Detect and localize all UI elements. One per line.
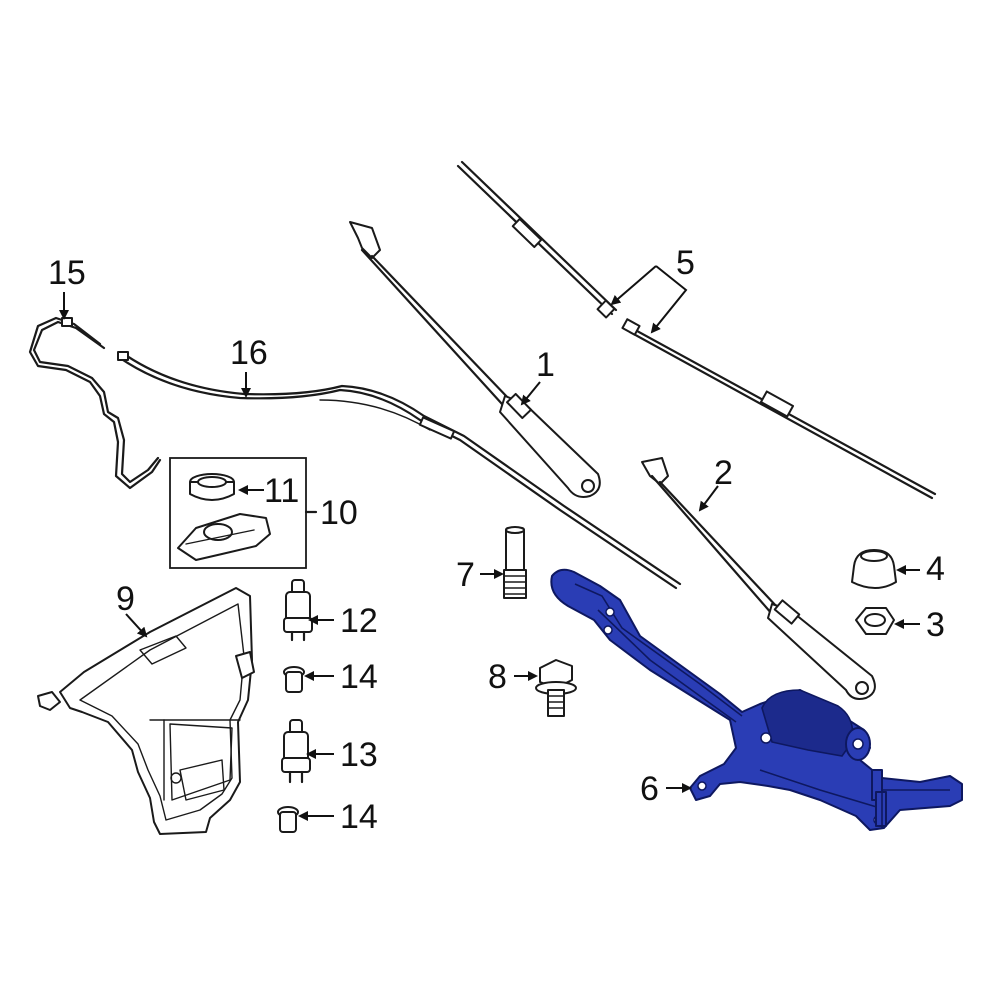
callout-14a: 14	[340, 658, 378, 696]
callout-16: 16	[230, 334, 268, 372]
wiper-arm-2	[641, 457, 876, 700]
grommet-14b	[277, 806, 299, 833]
callout-2: 2	[714, 454, 733, 492]
callout-10: 10	[320, 494, 358, 532]
wiper-blade-upper	[456, 160, 618, 319]
stud-7	[503, 526, 527, 599]
washer-reservoir-9	[37, 587, 255, 835]
nut-3	[855, 607, 895, 635]
nut-cap-4	[851, 549, 897, 589]
callout-8: 8	[488, 658, 507, 696]
callout-5: 5	[676, 244, 695, 282]
callout-12: 12	[340, 602, 378, 640]
washer-hose-15	[28, 316, 162, 490]
bolt-8	[535, 659, 577, 717]
callout-7: 7	[456, 556, 475, 594]
filter-10	[177, 513, 271, 561]
washer-pump-13	[281, 719, 311, 784]
washer-pump-12	[283, 579, 313, 642]
washer-hose-16	[117, 351, 682, 590]
callout-1: 1	[536, 346, 555, 384]
wiper-blade-lower	[621, 318, 937, 500]
wiper-arm-1	[349, 221, 601, 498]
cap-11	[189, 473, 235, 501]
leader-lines	[59, 265, 920, 821]
grommet-14a	[283, 666, 305, 693]
wiper-linkage-motor-6	[550, 568, 963, 831]
callout-3: 3	[926, 606, 945, 644]
callout-4: 4	[926, 550, 945, 588]
callout-11: 11	[264, 472, 299, 510]
callout-9: 9	[116, 580, 135, 618]
washer-pump-kit-box	[169, 457, 318, 569]
callout-14b: 14	[340, 798, 378, 836]
callout-6: 6	[640, 770, 659, 808]
callout-15: 15	[48, 254, 86, 292]
callout-13: 13	[340, 736, 378, 774]
